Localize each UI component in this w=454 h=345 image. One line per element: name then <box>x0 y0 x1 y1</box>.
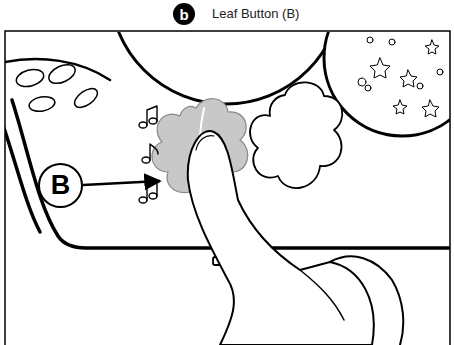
leader-arrow <box>83 181 160 185</box>
finger <box>330 256 403 345</box>
section-letter: b <box>173 3 195 25</box>
finger <box>188 131 374 345</box>
frame <box>5 31 450 345</box>
knuckle-line <box>300 270 344 320</box>
fingernail <box>196 136 214 150</box>
music-notes <box>139 106 158 203</box>
figure-label: Leaf Button (B) <box>212 6 299 21</box>
cloud-shape <box>250 82 342 188</box>
node-text: b <box>179 7 188 22</box>
star-pattern <box>358 37 443 117</box>
leaf <box>14 67 45 90</box>
callout-letter: B <box>38 163 83 208</box>
leaf <box>46 61 78 87</box>
node-text: B <box>51 172 71 199</box>
star-dome <box>324 32 450 136</box>
body-outline <box>5 128 40 232</box>
leaf <box>71 85 100 111</box>
leaf <box>28 95 56 113</box>
